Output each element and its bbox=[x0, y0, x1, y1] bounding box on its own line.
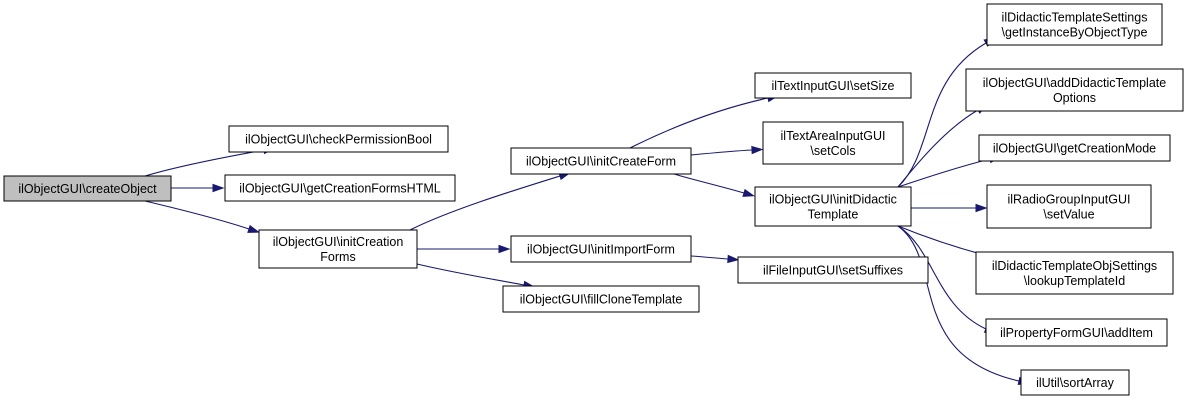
node-label-line: \setValue bbox=[1043, 208, 1094, 222]
node-label-line: ilPropertyFormGUI\addItem bbox=[1000, 326, 1153, 340]
node-box bbox=[754, 72, 912, 99]
node-createObject[interactable]: ilObjectGUI\createObject bbox=[3, 175, 172, 202]
node-setSize[interactable]: ilTextInputGUI\setSize bbox=[754, 72, 912, 99]
edge-line bbox=[416, 263, 525, 286]
edge-line bbox=[897, 225, 1020, 382]
node-label-line: ilObjectGUI\addDidacticTemplate bbox=[983, 76, 1166, 90]
edge-line bbox=[897, 225, 987, 330]
node-label-line: ilObjectGUI\initCreateForm bbox=[526, 155, 676, 169]
node-setValue[interactable]: ilRadioGroupInputGUI\setValue bbox=[986, 184, 1152, 229]
edge-initCreationForms-to-fillCloneTemplate bbox=[416, 263, 536, 290]
node-label-line: ilObjectGUI\fillCloneTemplate bbox=[520, 293, 683, 307]
node-box bbox=[258, 229, 418, 269]
edge-arrowhead bbox=[742, 188, 756, 197]
node-box bbox=[502, 285, 700, 313]
node-lookupTemplateId[interactable]: ilDidacticTemplateObjSettings\lookupTemp… bbox=[975, 251, 1174, 295]
node-label-line: Forms bbox=[320, 250, 355, 264]
node-label-line: ilRadioGroupInputGUI bbox=[1008, 193, 1131, 207]
node-label-line: ilObjectGUI\initCreation bbox=[273, 235, 404, 249]
node-box bbox=[975, 251, 1174, 295]
node-getCreationMode[interactable]: ilObjectGUI\getCreationMode bbox=[978, 134, 1171, 162]
node-box bbox=[510, 235, 692, 263]
edge-line bbox=[409, 175, 561, 231]
edge-line bbox=[690, 149, 753, 156]
node-getCreationFormsHTML[interactable]: ilObjectGUI\getCreationFormsHTML bbox=[224, 174, 456, 202]
edge-initCreationForms-to-initImportForm bbox=[417, 244, 511, 254]
node-label-line: ilFileInputGUI\setSuffixes bbox=[763, 264, 903, 278]
node-label-line: Options bbox=[1053, 91, 1096, 105]
nodes-layer: ilObjectGUI\createObject ilObjectGUI\chec… bbox=[3, 3, 1184, 396]
edge-arrowhead bbox=[247, 224, 260, 233]
edge-initCreateForm-to-initDidacticTemplate bbox=[673, 173, 756, 197]
node-box bbox=[1020, 369, 1130, 396]
node-label-line: \getInstanceByObjectType bbox=[1002, 26, 1148, 40]
edge-arrowhead bbox=[751, 145, 764, 155]
edge-initDidacticTemplate-to-addDidacticTemplateOptions bbox=[897, 104, 988, 188]
node-addItem[interactable]: ilPropertyFormGUI\addItem bbox=[985, 318, 1168, 347]
node-box bbox=[986, 184, 1152, 229]
edge-line bbox=[144, 200, 250, 230]
edge-arrowhead bbox=[727, 254, 740, 264]
edge-line bbox=[690, 255, 729, 260]
node-box bbox=[754, 186, 912, 227]
node-box bbox=[762, 121, 904, 165]
edge-line bbox=[673, 173, 745, 194]
node-box bbox=[3, 175, 172, 202]
node-box bbox=[978, 134, 1171, 162]
node-label-line: ilObjectGUI\getCreationMode bbox=[993, 142, 1156, 156]
node-box bbox=[510, 147, 692, 175]
edge-line bbox=[629, 97, 769, 149]
node-sortArray[interactable]: ilUtil\sortArray bbox=[1020, 369, 1130, 396]
node-label-line: \lookupTemplateId bbox=[1024, 274, 1126, 288]
node-label-line: ilUtil\sortArray bbox=[1036, 376, 1115, 390]
node-box bbox=[986, 3, 1163, 46]
node-box bbox=[965, 68, 1184, 112]
node-initCreateForm[interactable]: ilObjectGUI\initCreateForm bbox=[510, 147, 692, 175]
node-label-line: ilDidacticTemplateObjSettings bbox=[992, 259, 1157, 273]
edge-line bbox=[897, 109, 979, 188]
edge-initCreateForm-to-setCols bbox=[690, 145, 764, 156]
edge-line bbox=[897, 158, 991, 188]
node-fillCloneTemplate[interactable]: ilObjectGUI\fillCloneTemplate bbox=[502, 285, 700, 313]
node-checkPermissionBool[interactable]: ilObjectGUI\checkPermissionBool bbox=[228, 125, 449, 153]
edge-createObject-to-getCreationFormsHTML bbox=[171, 183, 225, 193]
edge-createObject-to-initCreationForms bbox=[144, 200, 260, 233]
edge-line bbox=[144, 149, 265, 177]
node-label-line: Template bbox=[808, 208, 859, 222]
edge-arrowhead bbox=[975, 203, 988, 213]
node-label-line: ilTextAreaInputGUI bbox=[781, 129, 886, 143]
node-setSuffixes[interactable]: ilFileInputGUI\setSuffixes bbox=[737, 256, 929, 284]
node-initImportForm[interactable]: ilObjectGUI\initImportForm bbox=[510, 235, 692, 263]
node-label-line: ilObjectGUI\initDidactic bbox=[769, 193, 897, 207]
node-label-line: ilObjectGUI\getCreationFormsHTML bbox=[239, 182, 440, 196]
node-label-line: ilObjectGUI\checkPermissionBool bbox=[245, 133, 432, 147]
node-box bbox=[985, 318, 1168, 347]
node-label-line: ilTextInputGUI\setSize bbox=[772, 79, 895, 93]
edge-initImportForm-to-setSuffixes bbox=[690, 254, 740, 264]
node-label-line: \setCols bbox=[810, 144, 855, 158]
edge-arrowhead bbox=[212, 183, 225, 193]
node-box bbox=[737, 256, 929, 284]
node-label-line: ilDidacticTemplateSettings bbox=[1002, 11, 1148, 25]
node-box bbox=[224, 174, 456, 202]
node-getInstanceByObjectType[interactable]: ilDidacticTemplateSettings\getInstanceBy… bbox=[986, 3, 1163, 46]
edge-initDidacticTemplate-to-setValue bbox=[911, 203, 988, 213]
edge-initDidacticTemplate-to-sortArray bbox=[897, 225, 1031, 385]
edge-arrowhead bbox=[498, 244, 511, 254]
node-label-line: ilObjectGUI\createObject bbox=[18, 182, 157, 196]
node-label-line: ilObjectGUI\initImportForm bbox=[527, 243, 675, 257]
edge-initCreateForm-to-setSize bbox=[629, 94, 780, 149]
edge-line bbox=[897, 42, 987, 188]
node-box bbox=[228, 125, 449, 153]
node-setCols[interactable]: ilTextAreaInputGUI\setCols bbox=[762, 121, 904, 165]
